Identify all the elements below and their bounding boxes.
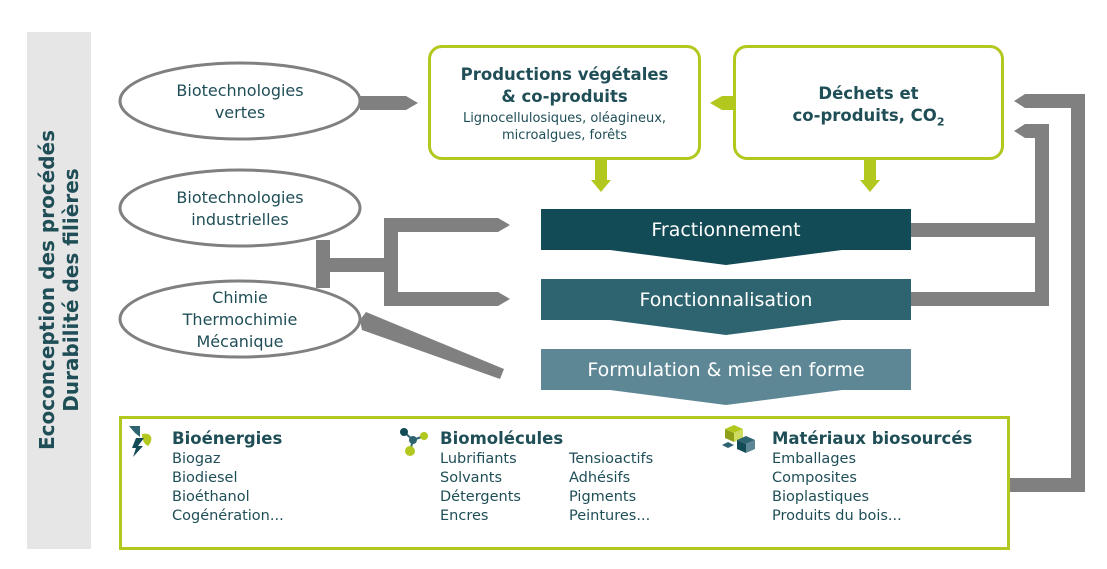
step-formulation-chevron	[610, 390, 842, 405]
list-item: Emballages	[772, 451, 856, 467]
list-item: Pigments	[569, 489, 637, 505]
bracket-arrows	[316, 218, 510, 306]
productions-box: Productions végétales & co-produits Lign…	[428, 45, 701, 160]
list-item: Tensioactifs	[569, 451, 654, 467]
ellipse-biotech-industrielles	[118, 168, 362, 248]
biomolecules-list-col1: Lubrifiants Solvants Détergents Encres	[440, 450, 521, 526]
step-fractionnement-chevron	[610, 250, 842, 265]
list-item: Biodiesel	[172, 470, 238, 486]
arrow-productions-down	[591, 160, 611, 192]
bolt-leaf-icon	[129, 426, 152, 457]
list-item: Cogénération...	[172, 508, 284, 524]
sidebar-line1: Ecoconception des procédés	[35, 129, 59, 451]
cubes-icon	[722, 425, 755, 453]
list-item: Peintures...	[569, 508, 651, 524]
fonctionnalisation-label: Fonctionnalisation	[639, 289, 813, 311]
step-fonctionnalisation-box	[541, 279, 911, 320]
materiaux-list: Emballages Composites Bioplastiques Prod…	[772, 450, 902, 526]
dechets-title-line2-text: co-produits, CO	[792, 106, 937, 125]
list-item: Adhésifs	[569, 470, 631, 486]
biomolecules-list-col2: Tensioactifs Adhésifs Pigments Peintures…	[569, 450, 653, 526]
sidebar-title: Ecoconception des procédés Durabilité de…	[35, 30, 83, 550]
dechets-box: Déchets et co-produits, CO2	[733, 45, 1004, 160]
arrow-dechets-to-productions	[710, 96, 736, 110]
list-item: Encres	[440, 508, 489, 524]
dechets-title-line1: Déchets et	[818, 84, 919, 103]
bioenergies-list: Biogaz Biodiesel Bioéthanol Cogénération…	[172, 450, 284, 526]
list-item: Solvants	[440, 470, 503, 486]
arrow-dechets-down	[860, 160, 880, 192]
dechets-subscript: 2	[936, 115, 945, 129]
list-item: Biogaz	[172, 451, 221, 467]
list-item: Bioéthanol	[172, 489, 250, 505]
list-item: Composites	[772, 470, 857, 486]
bioenergies-title: Bioénergies	[172, 429, 283, 448]
arrow-vertes-to-productions	[360, 96, 418, 110]
biomolecules-title: Biomolécules	[440, 429, 564, 448]
step-formulation-box	[541, 349, 911, 390]
ellipse-chimie	[118, 279, 362, 359]
list-item: Détergents	[440, 489, 521, 505]
sidebar-line2: Durabilité des filières	[59, 168, 83, 412]
molecule-icon	[400, 428, 428, 456]
productions-subtitle: Lignocellulosiques, oléagineux, microalg…	[462, 111, 667, 143]
fractionnement-label: Fractionnement	[651, 219, 801, 241]
biotech-vertes-label: Biotechnologies vertes	[176, 81, 304, 122]
list-item: Produits du bois...	[772, 508, 902, 524]
arrow-chimie-to-formulation	[360, 312, 504, 379]
chimie-label: Chimie Thermochimie Mécanique	[182, 288, 298, 351]
productions-title: Productions végétales & co-produits	[460, 65, 669, 106]
dechets-title-line2: co-produits, CO2	[736, 105, 1001, 133]
step-fonctionnalisation-chevron	[610, 320, 842, 335]
biotech-industrielles-label: Biotechnologies industrielles	[176, 188, 304, 229]
feedback-loops	[911, 94, 1085, 492]
formulation-label: Formulation & mise en forme	[587, 359, 865, 381]
products-panel	[119, 416, 1010, 550]
list-item: Lubrifiants	[440, 451, 517, 467]
sidebar-band	[27, 32, 91, 549]
step-fractionnement-box	[541, 209, 911, 250]
list-item: Bioplastiques	[772, 489, 870, 505]
materiaux-title: Matériaux biosourcés	[772, 429, 973, 448]
